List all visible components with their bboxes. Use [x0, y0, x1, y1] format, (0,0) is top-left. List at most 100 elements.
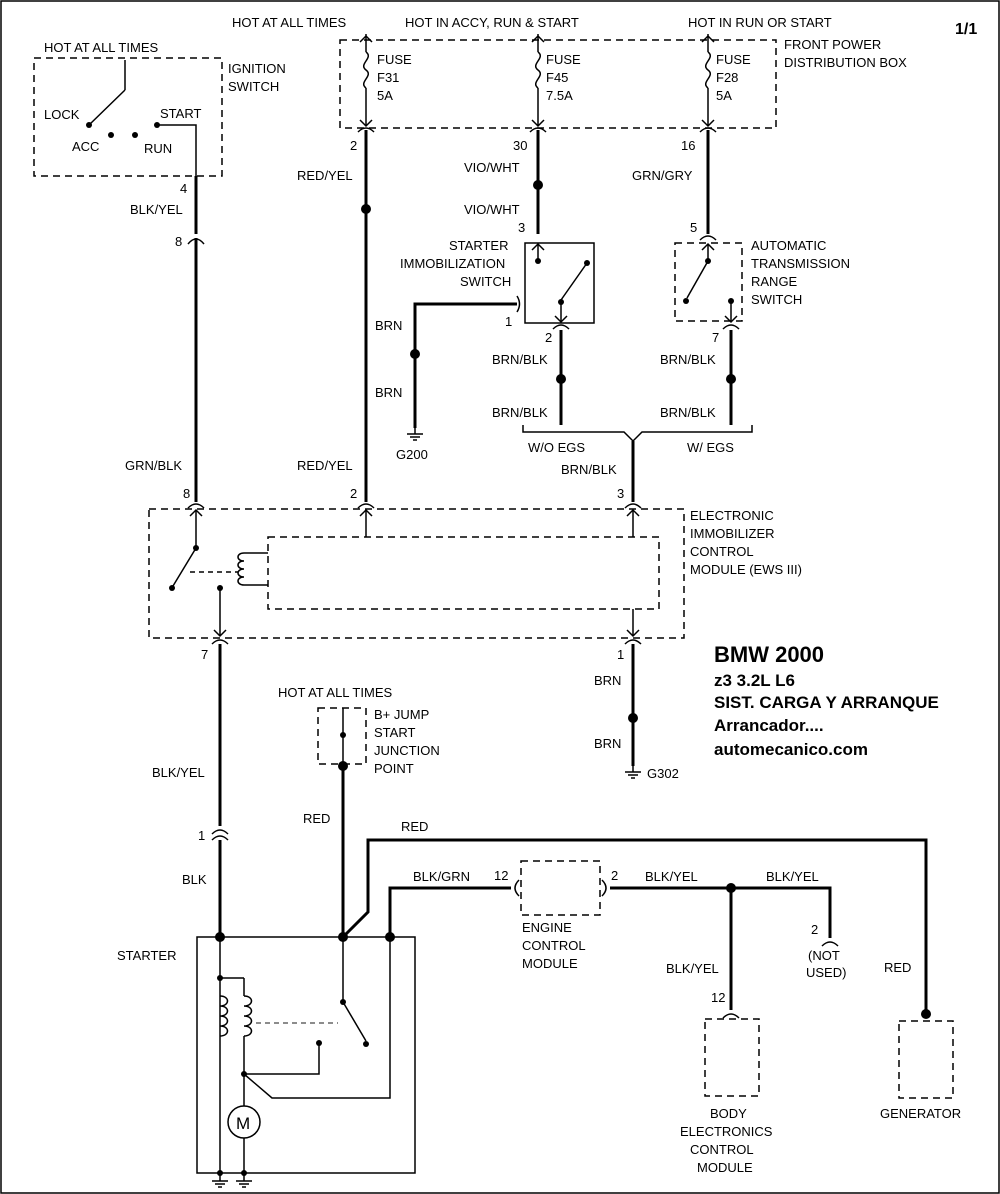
pin-label: 1 — [617, 647, 624, 662]
not-used-label: USED) — [806, 965, 846, 980]
ews-internal-circuit — [267, 536, 660, 610]
ignition-switch-contacts — [86, 60, 197, 176]
info-model: z3 3.2L L6 — [714, 671, 795, 690]
fuse-word: FUSE — [716, 52, 751, 67]
pin-label: 1 — [505, 314, 512, 329]
starter-label: STARTER — [117, 948, 176, 963]
component-label: ELECTRONICS — [680, 1124, 773, 1139]
pin-label: 2 — [611, 868, 618, 883]
component-label: START — [374, 725, 415, 740]
wire-red-generator — [341, 838, 928, 1013]
pin-label: 4 — [180, 181, 187, 196]
ground-symbol — [211, 1174, 229, 1188]
ews-relay — [169, 508, 640, 638]
hot-accy-run-start-label: HOT IN ACCY, RUN & START — [405, 15, 579, 30]
component-label: ENGINE — [522, 920, 572, 935]
connector-symbol — [821, 941, 839, 947]
splice-dot — [533, 180, 543, 190]
wire-blk-grn — [388, 886, 511, 937]
wire-brn-g200 — [413, 302, 517, 428]
wire-color-label: BRN — [375, 385, 402, 400]
fuse-word: FUSE — [546, 52, 581, 67]
hot-all-times-label: HOT AT ALL TIMES — [44, 40, 158, 55]
pin-label: 2 — [350, 138, 357, 153]
connector-symbol — [601, 879, 607, 897]
component-label: IMMOBILIZER — [690, 526, 775, 541]
ignition-start-label: START — [160, 106, 201, 121]
component-label: ELECTRONIC — [690, 508, 774, 523]
option-label-wo-egs: W/O EGS — [528, 440, 585, 455]
pin-label: 2 — [545, 330, 552, 345]
not-used-label: (NOT — [808, 948, 840, 963]
ignition-switch-title: IGNITION — [228, 61, 286, 76]
generator — [898, 1020, 954, 1099]
pin-label: 2 — [350, 486, 357, 501]
fuse-word: FUSE — [377, 52, 412, 67]
wire-blk-yel-ecm — [610, 886, 832, 938]
wire-color-label: RED/YEL — [297, 458, 353, 473]
fuse-name: F28 — [716, 70, 738, 85]
pin-label: 5 — [690, 220, 697, 235]
motor-symbol: M — [236, 1114, 250, 1133]
wire-color-label: BRN/BLK — [561, 462, 617, 477]
fuse-box-title: FRONT POWER — [784, 37, 881, 52]
component-label: CONTROL — [690, 1142, 754, 1157]
starter-internals — [217, 937, 391, 1176]
fuse-f31 — [357, 34, 375, 133]
splice-dot — [410, 349, 420, 359]
ignition-switch-title: SWITCH — [228, 79, 279, 94]
connector-symbol — [514, 879, 520, 897]
splice-dot — [726, 374, 736, 384]
wire-color-label: VIO/WHT — [464, 160, 520, 175]
option-label-w-egs: W/ EGS — [687, 440, 734, 455]
ignition-lock-label: LOCK — [44, 107, 80, 122]
fuse-rating: 5A — [377, 88, 393, 103]
component-label: CONTROL — [690, 544, 754, 559]
option-brace — [522, 425, 753, 443]
component-label: MODULE (EWS III) — [690, 562, 802, 577]
pin-label: 12 — [494, 868, 508, 883]
splice-dot — [556, 374, 566, 384]
connector-symbol — [722, 1013, 740, 1019]
pin-label: 12 — [711, 990, 725, 1005]
fuse-box-title: DISTRIBUTION BOX — [784, 55, 907, 70]
component-label: BODY — [710, 1106, 747, 1121]
component-label: SWITCH — [460, 274, 511, 289]
pin-label: 3 — [518, 220, 525, 235]
wire-color-label: GRN/GRY — [632, 168, 693, 183]
wire-color-label: BLK/YEL — [666, 961, 719, 976]
pin-label: 1 — [198, 828, 205, 843]
pin-label: 30 — [513, 138, 527, 153]
ground-label-g200: G200 — [396, 447, 428, 462]
ground-label-g302: G302 — [647, 766, 679, 781]
pin-label: 8 — [175, 234, 182, 249]
component-label: B+ JUMP — [374, 707, 429, 722]
splice-dot — [361, 204, 371, 214]
wire-color-label: RED/YEL — [297, 168, 353, 183]
info-system: SIST. CARGA Y ARRANQUE — [714, 693, 939, 712]
wire-color-label: BRN/BLK — [660, 352, 716, 367]
component-label: IMMOBILIZATION — [400, 256, 505, 271]
component-label: JUNCTION — [374, 743, 440, 758]
ignition-switch-box — [33, 57, 223, 177]
wire-color-label: RED — [303, 811, 330, 826]
info-make-year: BMW 2000 — [714, 642, 824, 667]
wire-color-label: BLK/YEL — [766, 869, 819, 884]
fuse-f45 — [529, 34, 547, 133]
component-label: RANGE — [751, 274, 798, 289]
connector-symbol — [211, 835, 229, 841]
fuse-name: F31 — [377, 70, 399, 85]
component-label: STARTER — [449, 238, 508, 253]
info-subsystem: Arrancador.... — [714, 716, 824, 735]
wire-color-label: BLK/GRN — [413, 869, 470, 884]
page-label: 1/1 — [955, 21, 977, 38]
wire-color-label: BRN — [594, 673, 621, 688]
pin-label: 16 — [681, 138, 695, 153]
component-label: SWITCH — [751, 292, 802, 307]
electronic-immobilizer-control-module — [148, 508, 685, 639]
wire-color-label: BLK — [182, 872, 207, 887]
component-label: MODULE — [697, 1160, 753, 1175]
wire-color-label: BLK/YEL — [130, 202, 183, 217]
wire-color-label: BLK/YEL — [645, 869, 698, 884]
